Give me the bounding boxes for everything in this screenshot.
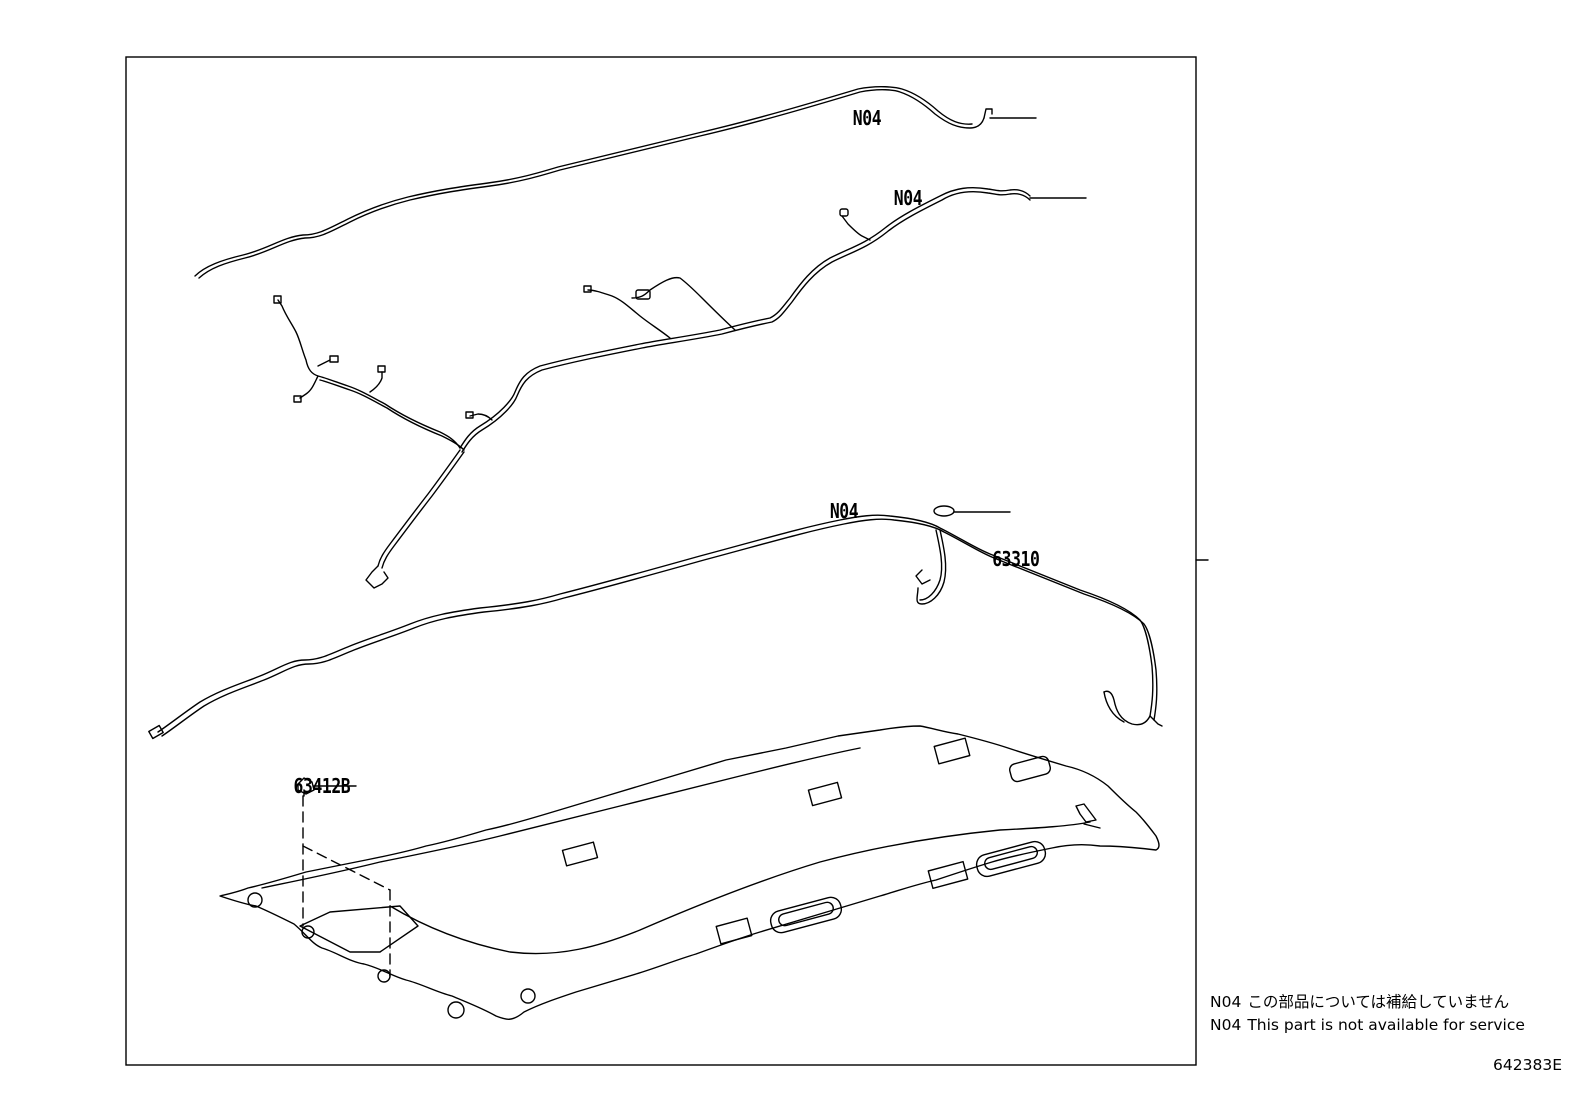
note-japanese: N04 この部品については補給していません: [1210, 990, 1509, 1012]
clip-dashed-guides: [302, 795, 391, 977]
wire-harness-lower: [148, 505, 1163, 740]
callout-63412b: 63412B: [294, 776, 351, 799]
wire-harness-top: [194, 86, 1037, 279]
note-text: この部品については補給していません: [1247, 993, 1510, 1011]
note-code: N04: [1210, 993, 1242, 1011]
headliner-panel: [219, 725, 1160, 1020]
note-code: N04: [1210, 1016, 1242, 1034]
clip-part-63412b: [297, 777, 315, 797]
callout-n04-middle: N04: [894, 188, 923, 211]
note-text: This part is not available for service: [1247, 1016, 1525, 1034]
callout-n04-top: N04: [853, 108, 882, 131]
callout-n04-lower: N04: [830, 501, 859, 524]
figure-id: 642383E: [1493, 1056, 1562, 1074]
wire-harness-middle: [273, 187, 1087, 589]
note-english: N04 This part is not available for servic…: [1210, 1016, 1525, 1034]
diagram-frame: [125, 56, 1197, 1066]
callout-63310: 63310: [992, 549, 1039, 572]
